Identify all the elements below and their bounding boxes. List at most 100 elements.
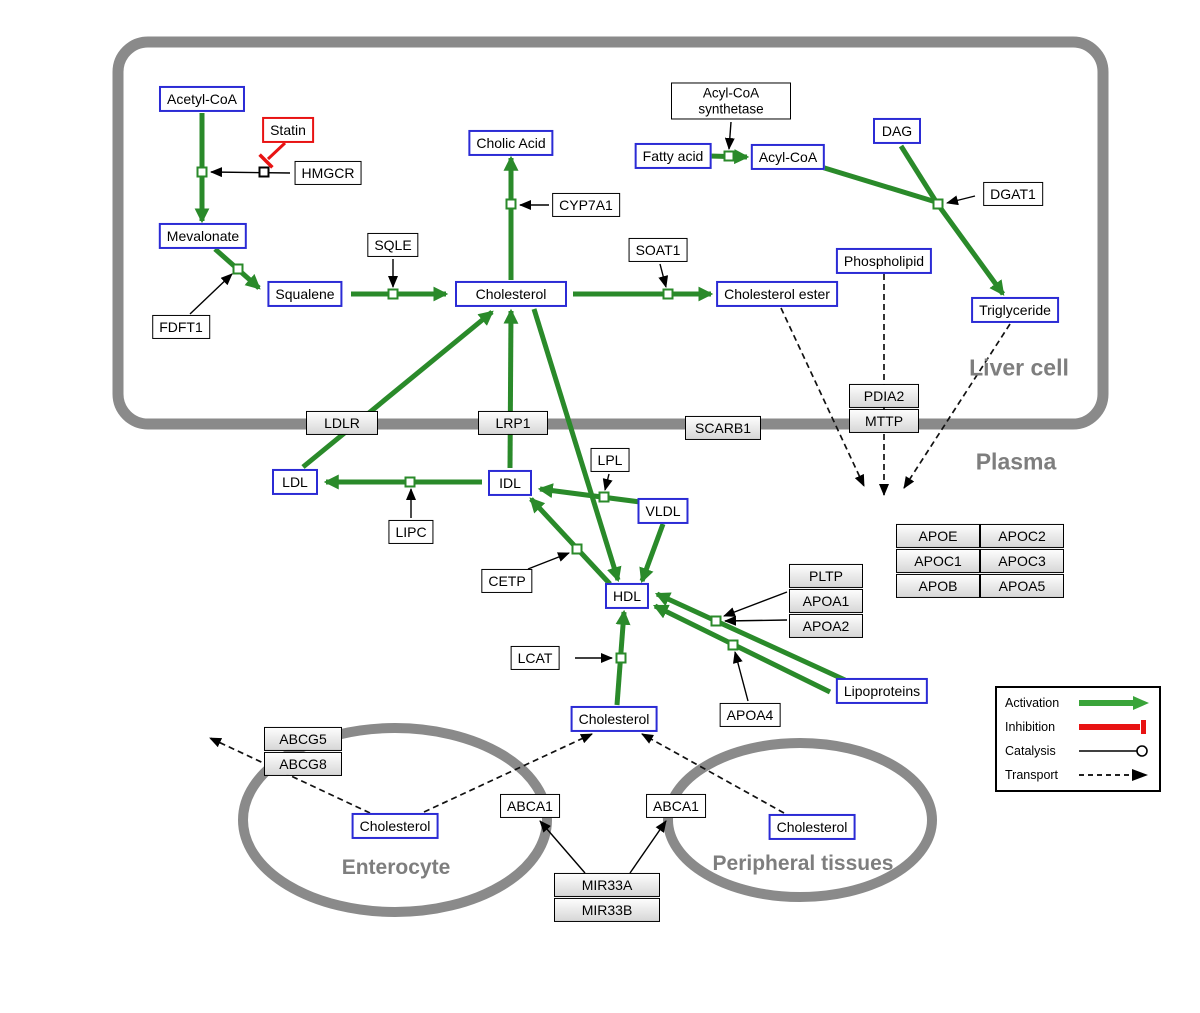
node-hmgcr[interactable]: HMGCR bbox=[294, 160, 362, 186]
activation-edges bbox=[194, 113, 1006, 706]
node-cholesterol-liver[interactable]: Cholesterol bbox=[455, 280, 567, 308]
catalysis-pltp-group-1 bbox=[723, 591, 788, 617]
node-abca1-enterocyte[interactable]: ABCA1 bbox=[500, 793, 560, 819]
transport-peripheral-cholesterol-plasma bbox=[641, 733, 785, 814]
node-apoa1[interactable]: APOA1 bbox=[789, 588, 863, 614]
reaction-nodes bbox=[196, 150, 944, 664]
node-lcat[interactable]: LCAT bbox=[510, 645, 560, 671]
node-mir33a[interactable]: MIR33A bbox=[554, 872, 660, 898]
edge-vldl-idl bbox=[537, 483, 649, 506]
node-sqle[interactable]: SQLE bbox=[367, 232, 419, 258]
node-acyl-coa-synthetase[interactable]: Acyl-CoA synthetase bbox=[671, 82, 791, 120]
legend-row-activation: Activation bbox=[1005, 695, 1151, 711]
node-dgat1[interactable]: DGAT1 bbox=[983, 181, 1043, 207]
catalysis-dgat1 bbox=[946, 195, 976, 206]
node-ldl[interactable]: LDL bbox=[272, 468, 318, 496]
catalysis-cetp bbox=[527, 552, 570, 570]
node-apoa5[interactable]: APOA5 bbox=[980, 573, 1064, 599]
regulation-mir33-abca1-left bbox=[539, 820, 586, 874]
node-hdl[interactable]: HDL bbox=[604, 582, 650, 610]
legend-row-inhibition: Inhibition bbox=[1005, 719, 1151, 735]
node-apob[interactable]: APOB bbox=[896, 573, 980, 599]
catalysis-acylcoa-synthetase bbox=[724, 121, 735, 150]
node-pltp[interactable]: PLTP bbox=[789, 563, 863, 589]
transport-dashed-arrow-icon bbox=[1079, 769, 1148, 781]
node-statin[interactable]: Statin bbox=[262, 116, 314, 144]
legend-row-catalysis: Catalysis bbox=[1005, 743, 1151, 759]
catalysis-circle-icon bbox=[1079, 745, 1148, 757]
node-lipc[interactable]: LIPC bbox=[388, 519, 434, 545]
node-cholesterol-ester[interactable]: Cholesterol ester bbox=[716, 280, 838, 308]
node-vldl[interactable]: VLDL bbox=[637, 497, 689, 525]
inhibition-edge bbox=[258, 141, 287, 169]
legend-transport-label: Transport bbox=[1005, 768, 1059, 782]
peripheral-tissues-label: Peripheral tissues bbox=[712, 852, 894, 875]
edge-idl-cholesterol-via-lrp1 bbox=[503, 308, 519, 469]
catalysis-pltp-group-2 bbox=[724, 615, 788, 626]
legend-activation-label: Activation bbox=[1005, 696, 1060, 710]
node-cyp7a1[interactable]: CYP7A1 bbox=[552, 192, 620, 218]
node-idl[interactable]: IDL bbox=[488, 469, 532, 497]
node-apoc3[interactable]: APOC3 bbox=[980, 548, 1064, 574]
node-cholesterol-plasma[interactable]: Cholesterol bbox=[570, 705, 658, 733]
transport-cholesterolester-plasma bbox=[780, 307, 865, 487]
inhibition-tbar-icon bbox=[1079, 720, 1146, 734]
node-lrp1[interactable]: LRP1 bbox=[478, 410, 548, 436]
node-apoc1[interactable]: APOC1 bbox=[896, 548, 980, 574]
node-apoe[interactable]: APOE bbox=[896, 523, 980, 549]
edge-lipoproteins-hdl-lower bbox=[652, 603, 832, 695]
liver-cell-label: Liver cell bbox=[969, 354, 1069, 381]
node-acetyl-coa[interactable]: Acetyl-CoA bbox=[158, 85, 246, 113]
regulation-mir33-abca1-right bbox=[629, 820, 667, 874]
node-lipoproteins[interactable]: Lipoproteins bbox=[835, 677, 929, 705]
edge-ldl-cholesterol-via-ldlr bbox=[301, 310, 494, 469]
catalysis-soat1 bbox=[658, 263, 669, 288]
node-pdia2[interactable]: PDIA2 bbox=[849, 383, 919, 409]
inhibition-target-node bbox=[258, 166, 270, 178]
edge-junction-triglyceride bbox=[936, 204, 1006, 296]
legend-row-transport: Transport bbox=[1005, 767, 1151, 783]
legend-catalysis-label: Catalysis bbox=[1005, 744, 1056, 758]
node-lpl[interactable]: LPL bbox=[590, 447, 630, 473]
node-cetp[interactable]: CETP bbox=[481, 568, 533, 594]
node-dag[interactable]: DAG bbox=[873, 117, 921, 145]
node-apoc2[interactable]: APOC2 bbox=[980, 523, 1064, 549]
edge-cholesterol-hdl bbox=[531, 308, 622, 583]
edge-acylcoa-junction bbox=[817, 163, 937, 205]
node-abca1-peripheral[interactable]: ABCA1 bbox=[646, 793, 706, 819]
catalysis-fdft1 bbox=[189, 273, 233, 315]
node-apoa2[interactable]: APOA2 bbox=[789, 613, 863, 639]
node-abcg5[interactable]: ABCG5 bbox=[264, 726, 342, 752]
node-mir33b[interactable]: MIR33B bbox=[554, 897, 660, 923]
catalysis-apoa4 bbox=[732, 651, 749, 702]
edge-vldl-hdl bbox=[639, 523, 666, 584]
node-fdft1[interactable]: FDFT1 bbox=[152, 314, 210, 340]
inhibition-statin-tbar bbox=[258, 153, 274, 169]
node-cholesterol-enterocyte[interactable]: Cholesterol bbox=[351, 812, 439, 840]
node-triglyceride[interactable]: Triglyceride bbox=[971, 296, 1059, 324]
node-fatty-acid[interactable]: Fatty acid bbox=[634, 142, 712, 170]
node-abcg8[interactable]: ABCG8 bbox=[264, 751, 342, 777]
node-phospholipid[interactable]: Phospholipid bbox=[835, 247, 933, 275]
node-scarb1[interactable]: SCARB1 bbox=[685, 415, 761, 441]
catalysis-hmgcr bbox=[210, 167, 291, 178]
node-cholic-acid[interactable]: Cholic Acid bbox=[468, 129, 554, 157]
activation-arrow-icon bbox=[1079, 696, 1149, 710]
node-squalene[interactable]: Squalene bbox=[267, 280, 343, 308]
edge-hdl-idl bbox=[529, 497, 612, 586]
legend-inhibition-label: Inhibition bbox=[1005, 720, 1056, 734]
node-cholesterol-peripheral[interactable]: Cholesterol bbox=[768, 813, 856, 841]
enterocyte-membrane bbox=[238, 723, 552, 917]
legend: Activation Inhibition Catalysis Transpor… bbox=[995, 686, 1161, 792]
node-acyl-coa-product[interactable]: Acyl-CoA bbox=[750, 143, 826, 171]
node-apoa4[interactable]: APOA4 bbox=[719, 702, 781, 728]
membranes bbox=[112, 36, 1109, 917]
node-ldlr[interactable]: LDLR bbox=[306, 410, 378, 436]
edge-lipoproteins-hdl-upper bbox=[654, 591, 847, 683]
node-soat1[interactable]: SOAT1 bbox=[628, 237, 688, 263]
node-mevalonate[interactable]: Mevalonate bbox=[158, 222, 248, 250]
inhibition-statin-line bbox=[266, 141, 287, 161]
node-mttp[interactable]: MTTP bbox=[849, 408, 919, 434]
